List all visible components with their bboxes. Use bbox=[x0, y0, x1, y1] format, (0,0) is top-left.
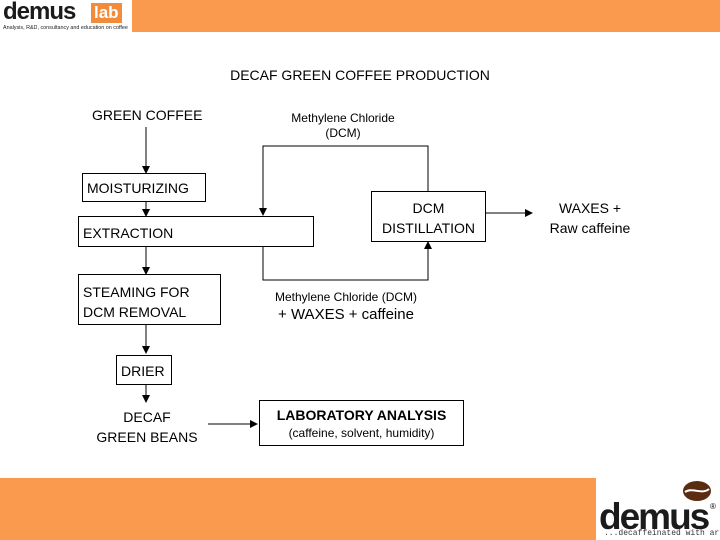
label-dcm-bottom: Methylene Chloride (DCM) + WAXES + caffe… bbox=[262, 289, 430, 325]
logo-tagline: ...decaffeinated with art bbox=[604, 529, 720, 538]
node-green-coffee: GREEN COFFEE bbox=[92, 107, 203, 123]
lab-subtitle: (caffeine, solvent, humidity) bbox=[288, 426, 435, 440]
node-laboratory-analysis: LABORATORY ANALYSIS (caffeine, solvent, … bbox=[259, 400, 464, 446]
node-moisturizing: MOISTURIZING bbox=[82, 173, 206, 202]
decaf-line-1: DECAF bbox=[123, 409, 171, 425]
decaf-line-2: GREEN BEANS bbox=[96, 429, 198, 445]
node-dcm-distillation: DCM DISTILLATION bbox=[371, 191, 486, 242]
waxes-line-1: WAXES + bbox=[558, 200, 622, 216]
dcm-bottom-line-1: Methylene Chloride (DCM) bbox=[274, 290, 418, 304]
label-dcm-top: Methylene Chloride (DCM) bbox=[283, 111, 403, 141]
logo-word: demus bbox=[3, 0, 76, 25]
logo-tagline: Analysis, R&D, consultancy and education… bbox=[3, 25, 128, 31]
node-waxes-output: WAXES + Raw caffeine bbox=[532, 198, 648, 238]
node-drier: DRIER bbox=[116, 355, 172, 385]
demus-logo: demus ® ...decaffeinated with art bbox=[596, 478, 720, 540]
waxes-line-2: Raw caffeine bbox=[549, 220, 631, 236]
logo-word: demus bbox=[599, 496, 710, 537]
demuslab-logo: demus lab Analysis, R&D, consultancy and… bbox=[0, 0, 132, 32]
steaming-line-2: DCM REMOVAL bbox=[83, 304, 187, 320]
dcm-bottom-line-2: + WAXES + caffeine bbox=[278, 306, 414, 323]
distillation-line-2: DISTILLATION bbox=[381, 220, 476, 236]
lab-title: LABORATORY ANALYSIS bbox=[276, 407, 447, 423]
dcm-top-line-2: (DCM) bbox=[325, 126, 361, 140]
node-steaming: STEAMING FOR DCM REMOVAL bbox=[78, 274, 221, 325]
dcm-top-line-1: Methylene Chloride bbox=[291, 111, 395, 125]
node-decaf-green-beans: DECAF GREEN BEANS bbox=[90, 407, 204, 447]
node-extraction: EXTRACTION bbox=[78, 216, 314, 247]
slide-title: DECAF GREEN COFFEE PRODUCTION bbox=[230, 67, 490, 83]
distillation-line-1: DCM bbox=[412, 200, 445, 216]
dcm-return-line bbox=[259, 145, 429, 216]
registered-mark: ® bbox=[710, 502, 716, 511]
steaming-line-1: STEAMING FOR bbox=[83, 284, 190, 300]
coffee-bean-icon bbox=[683, 481, 711, 501]
dcm-out-line bbox=[262, 241, 432, 281]
logo-lab-badge: lab bbox=[91, 3, 122, 23]
